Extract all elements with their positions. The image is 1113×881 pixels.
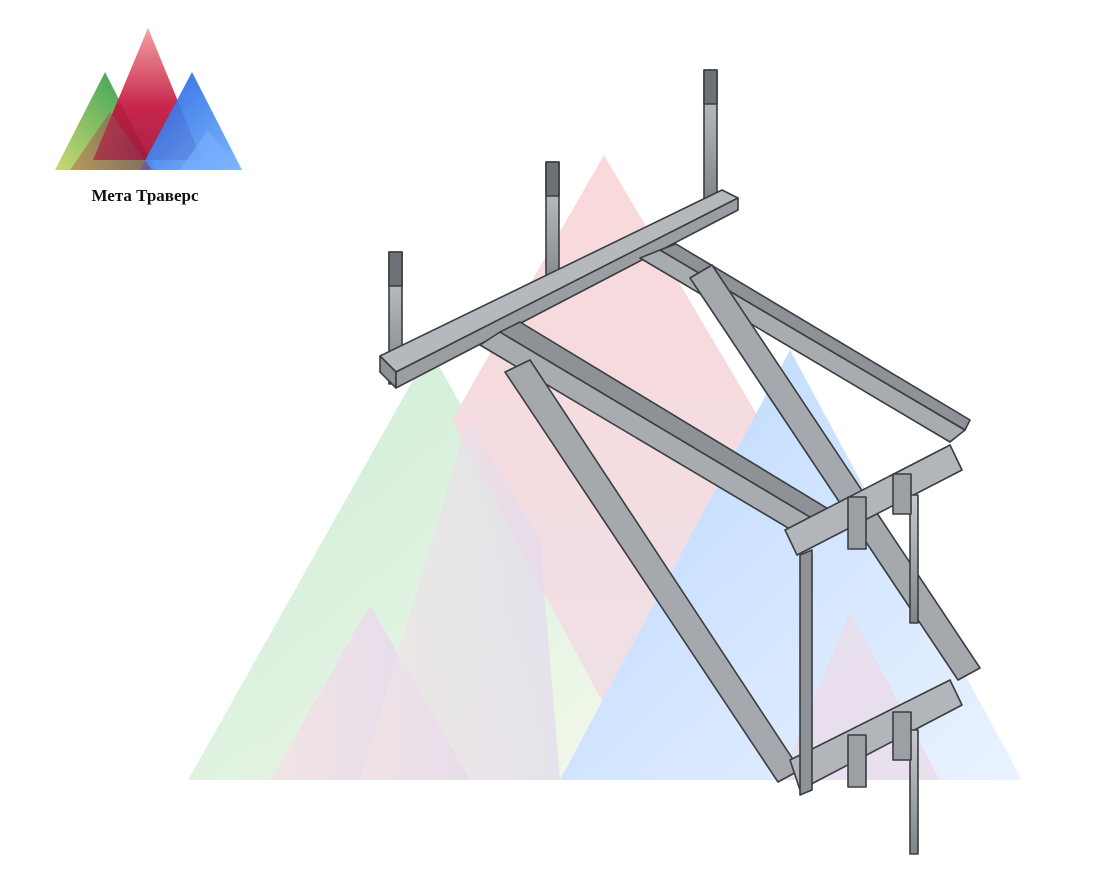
company-name: Мета Траверс — [91, 186, 199, 205]
steel-traverse-bracket-isometric — [379, 69, 981, 855]
three-overlapping-triangles-logo — [55, 28, 242, 170]
